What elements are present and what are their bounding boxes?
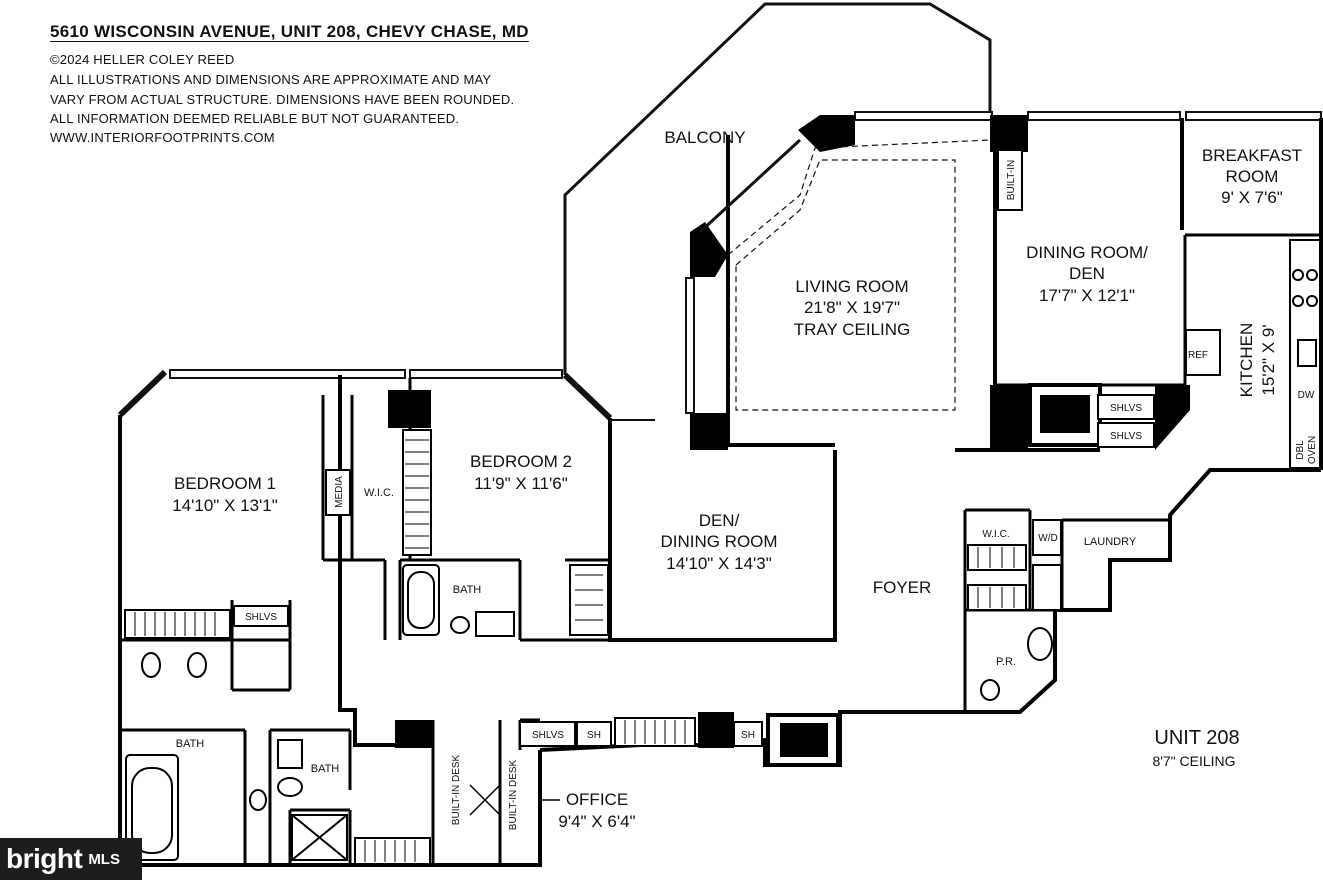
bright-mls-logo: bright MLS	[0, 838, 142, 880]
bedroom2-dims: 11'9" X 11'6"	[474, 474, 568, 493]
kitchen-dims: 15'2" X 9'	[1259, 324, 1278, 395]
plan-title: 5610 WISCONSIN AVENUE, UNIT 208, CHEVY C…	[50, 22, 529, 41]
disclaimer-line-2: VARY FROM ACTUAL STRUCTURE. DIMENSIONS H…	[50, 92, 515, 107]
breakfast-label: BREAKFAST	[1202, 146, 1302, 165]
bedroom1-label: BEDROOM 1	[174, 474, 276, 493]
bath-main-label: BATH	[176, 738, 205, 750]
ref-label: REF	[1188, 350, 1208, 361]
kitchen-fixtures	[1185, 239, 1321, 469]
balcony-label: BALCONY	[664, 128, 745, 147]
living-room-dims: 21'8" X 19'7"	[804, 298, 900, 317]
balcony-outline	[563, 2, 992, 421]
office-desk-area	[469, 784, 560, 816]
dining-room-label: DINING ROOM/	[1026, 243, 1148, 262]
dining-room-dims: 17'7" X 12'1"	[1039, 286, 1135, 305]
built-in-label: BUILT-IN	[1006, 160, 1017, 200]
closet-shelving	[124, 429, 1027, 865]
oven-label: OVEN	[1307, 436, 1318, 464]
unit-name: UNIT 208	[1154, 727, 1239, 749]
built-in-desk-label-2: BUILT-IN DESK	[508, 759, 519, 830]
den-dims: 14'10" X 14'3"	[666, 554, 772, 573]
dbl-label: DBL	[1295, 440, 1306, 460]
structural-columns	[388, 115, 1190, 767]
den-dining-room-label: DINING ROOM	[660, 532, 777, 551]
sh-label-2: SH	[741, 730, 755, 741]
interior-partitions	[120, 233, 1321, 865]
wic-master-label: W.I.C.	[364, 487, 394, 499]
room-labels: BALCONY LIVING ROOM 21'8" X 19'7" TRAY C…	[172, 128, 1302, 831]
sh-label-1: SH	[587, 730, 601, 741]
living-room-ceiling: TRAY CEILING	[794, 320, 911, 339]
shlvs-label-1: SHLVS	[1110, 403, 1142, 414]
windows	[117, 111, 1322, 421]
bath-b2-label: BATH	[453, 584, 482, 596]
copyright-line: ©2024 HELLER COLEY REED	[50, 52, 235, 67]
shlvs-label-2: SHLVS	[1110, 431, 1142, 442]
built-in-desk-label-1: BUILT-IN DESK	[451, 754, 462, 825]
bath-fixtures	[125, 519, 1062, 861]
bright-logo-text: bright	[6, 843, 83, 874]
mls-logo-text: MLS	[88, 850, 120, 868]
website-line: WWW.INTERIORFOOTPRINTS.COM	[50, 130, 275, 145]
bedroom1-dims: 14'10" X 13'1"	[172, 496, 278, 515]
dw-label: DW	[1298, 390, 1315, 401]
media-label: MEDIA	[334, 476, 345, 508]
breakfast-dims: 9' X 7'6"	[1221, 188, 1283, 207]
wic-laundry-label: W.I.C.	[982, 529, 1009, 540]
den-label: DEN/	[699, 511, 740, 530]
laundry-label: LAUNDRY	[1084, 536, 1137, 548]
office-label: OFFICE	[566, 790, 628, 809]
bedroom2-label: BEDROOM 2	[470, 452, 572, 471]
fixture-labels: BUILT-IN SHLVS SHLVS SHLVS SHLVS SH SH R…	[233, 149, 1318, 830]
dining-room-den-label: DEN	[1069, 264, 1105, 283]
kitchen-label: KITCHEN	[1237, 323, 1256, 398]
tray-ceiling-outline	[698, 138, 991, 411]
shlvs-label-4: SHLVS	[532, 730, 564, 741]
office-dims: 9'4" X 6'4"	[558, 812, 635, 831]
breakfast-room-label: ROOM	[1226, 167, 1279, 186]
foyer-label: FOYER	[873, 578, 932, 597]
disclaimer-line-1: ALL ILLUSTRATIONS AND DIMENSIONS ARE APP…	[50, 72, 492, 87]
powder-room-label: P.R.	[996, 656, 1016, 668]
bath-small-label: BATH	[311, 763, 340, 775]
living-room-label: LIVING ROOM	[795, 277, 908, 296]
disclaimer-line-3: ALL INFORMATION DEEMED RELIABLE BUT NOT …	[50, 111, 460, 126]
unit-ceiling: 8'7" CEILING	[1152, 753, 1235, 769]
shlvs-label-3: SHLVS	[245, 612, 277, 623]
wd-label: W/D	[1038, 533, 1057, 544]
